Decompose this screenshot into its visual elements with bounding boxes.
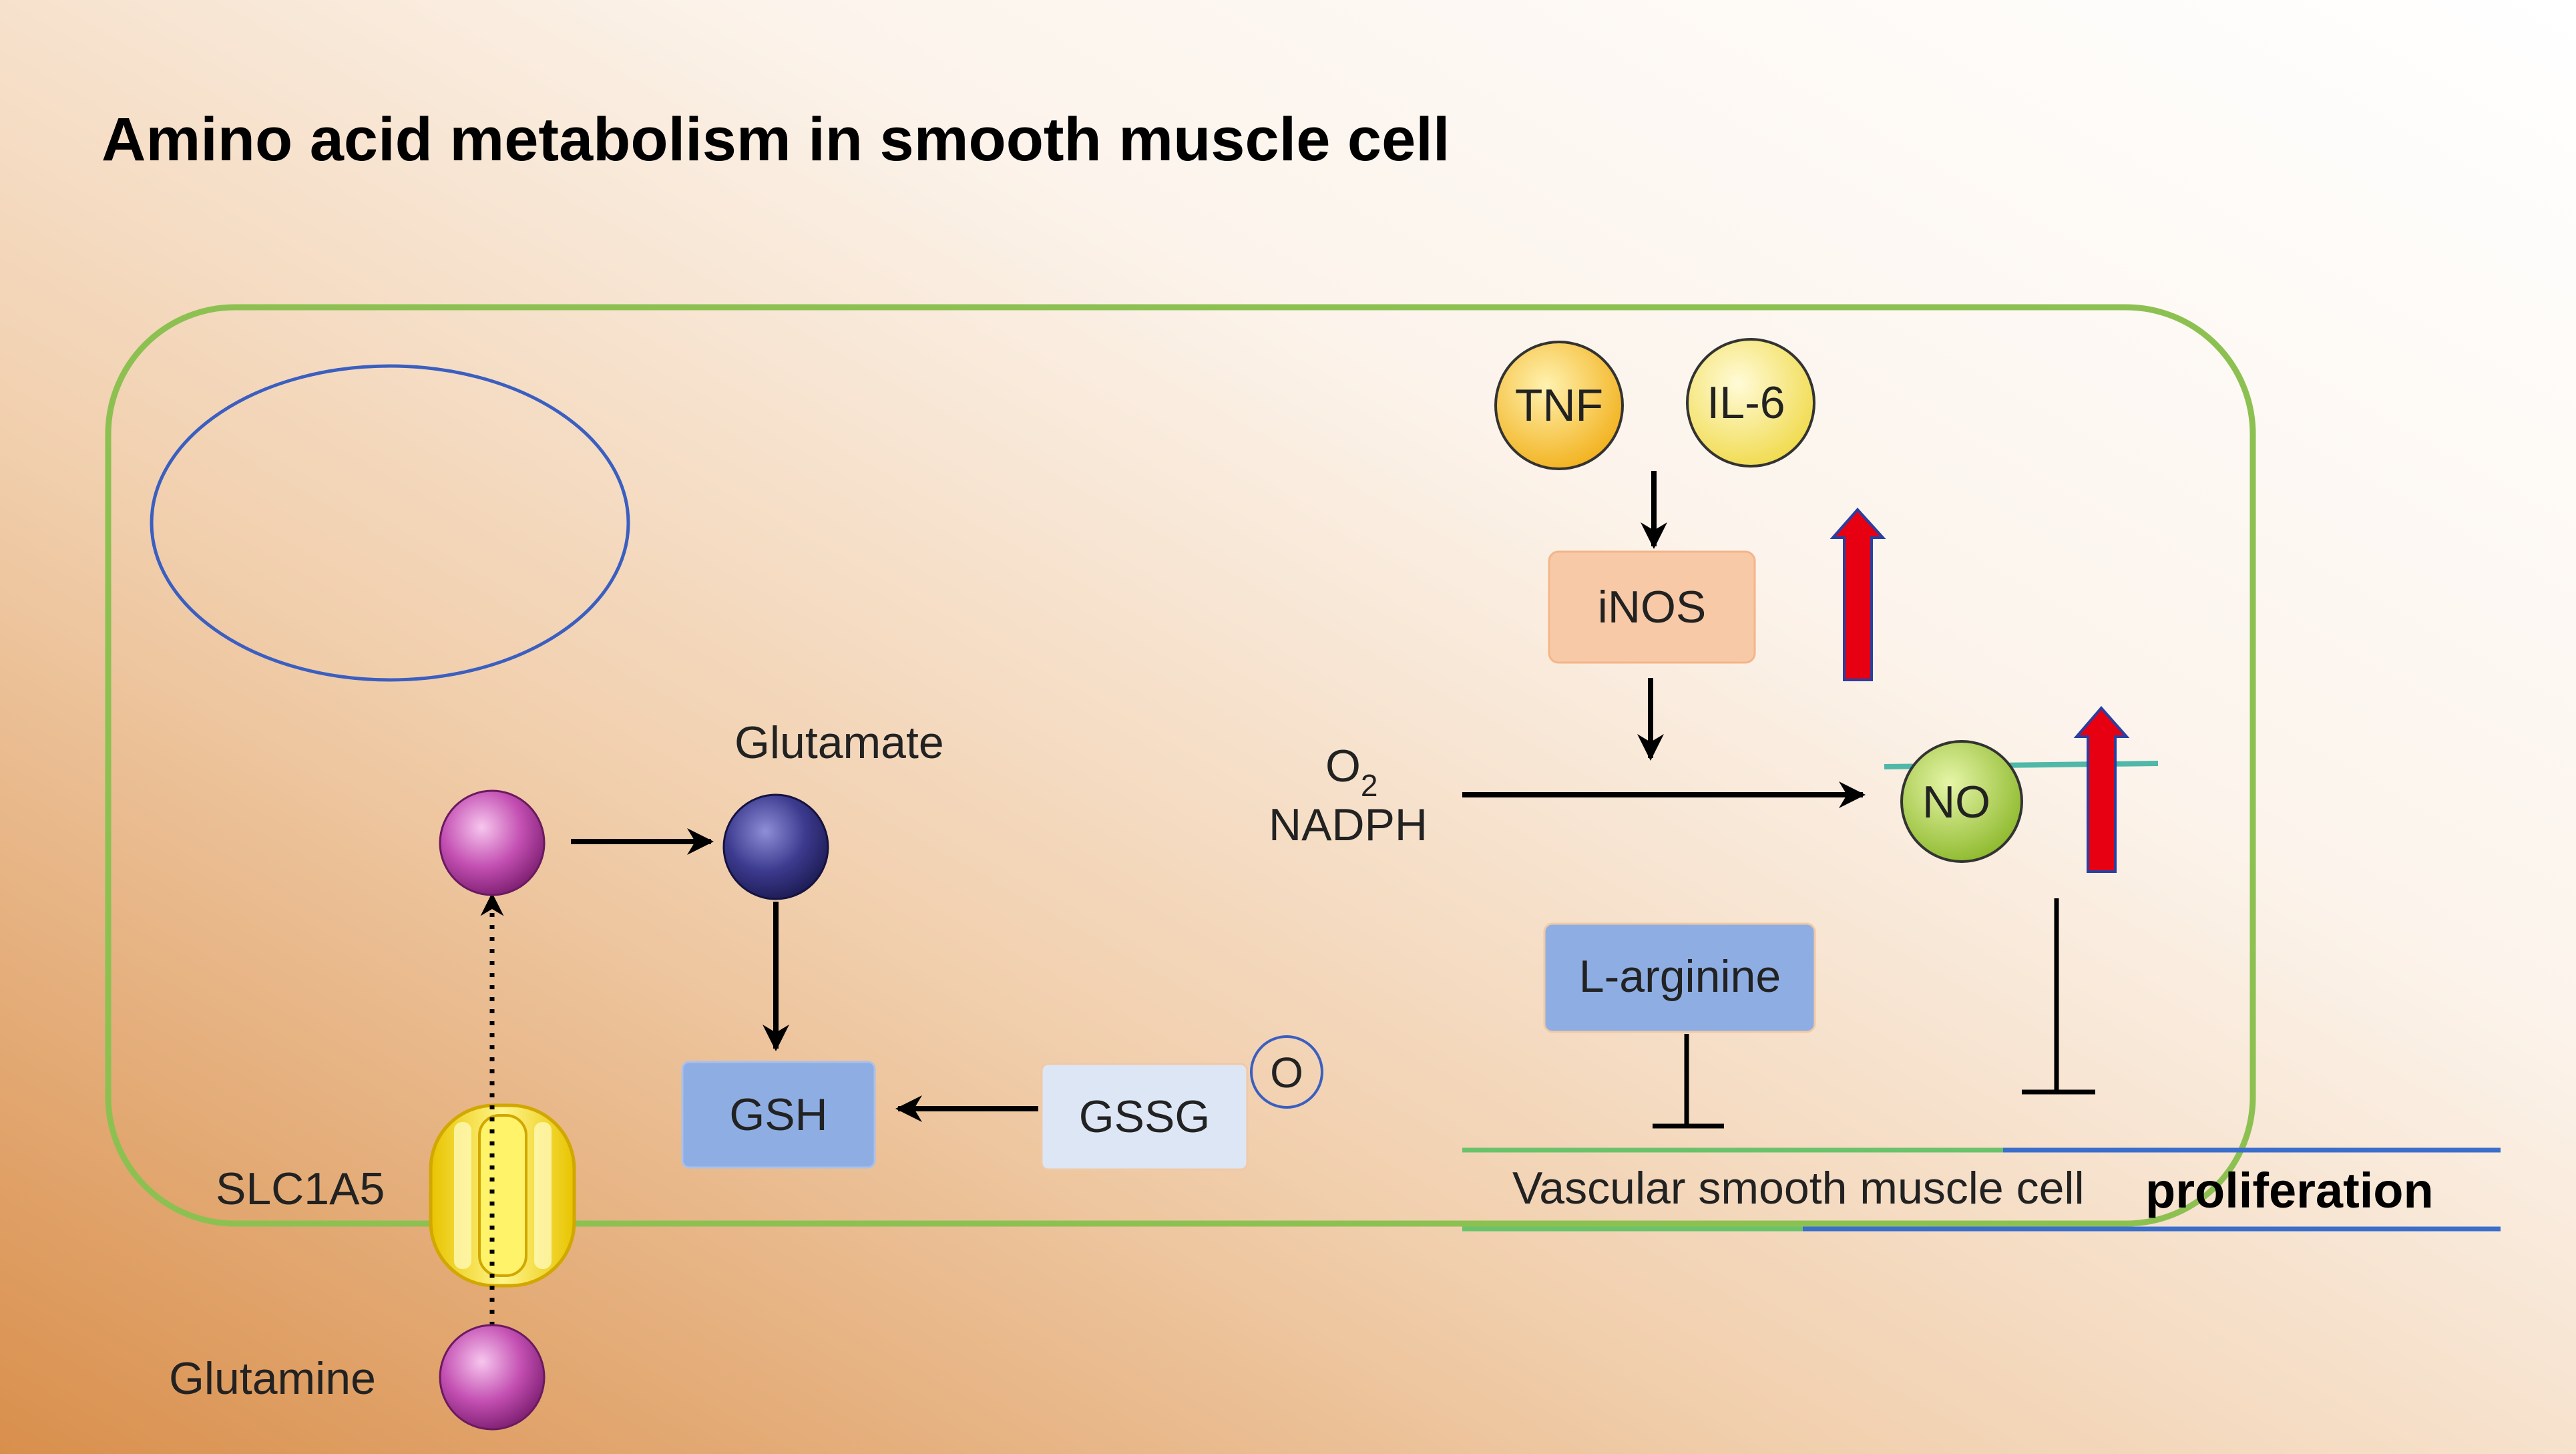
up-arrow-inos [1830, 507, 1886, 681]
l-arginine-label: L-arginine [1579, 951, 1781, 1002]
gsh-label: GSH [729, 1089, 827, 1140]
oxygen-tag-circle [1250, 1035, 1323, 1109]
il6-molecule [1686, 338, 1815, 468]
tnf-label: TNF [1515, 380, 1603, 431]
oxygen-tag-label: O [1270, 1049, 1303, 1097]
tnf-molecule [1494, 341, 1624, 470]
vsmc-label: Vascular smooth muscle cell [1512, 1163, 2085, 1214]
slc1a5-label: SLC1A5 [216, 1163, 385, 1214]
gssg-label: GSSG [1079, 1091, 1211, 1142]
proliferation-label: proliferation [2145, 1163, 2434, 1218]
no-inhibition [2022, 898, 2095, 1095]
nadph-label: NADPH [1269, 799, 1428, 850]
gsh-box [681, 1061, 876, 1169]
l-arginine-box [1543, 922, 1816, 1033]
inos-label: iNOS [1598, 582, 1706, 632]
gssg-box [1040, 1063, 1249, 1171]
cell-membrane [105, 304, 2256, 1227]
nucleus [150, 364, 630, 682]
glutamine-molecule [439, 1324, 546, 1431]
o2-label: O2 [1325, 741, 1378, 803]
o2-main: O [1325, 741, 1361, 791]
glutamate-molecule [722, 793, 829, 900]
no-molecule [1900, 740, 2023, 863]
slc1a5-transporter [429, 1103, 576, 1288]
intracellular-glutamine-molecule [439, 789, 546, 896]
l-arginine-inhibition [1653, 1034, 1724, 1129]
o2-subscript: 2 [1361, 768, 1378, 803]
glutamate-label: Glutamate [734, 717, 944, 768]
il6-label: IL-6 [1707, 377, 1785, 428]
no-label: NO [1922, 777, 1990, 828]
glutamine-label: Glutamine [169, 1353, 376, 1404]
up-arrow-no [2073, 705, 2130, 873]
inos-box [1548, 550, 1756, 664]
page-title: Amino acid metabolism in smooth muscle c… [101, 106, 1450, 174]
